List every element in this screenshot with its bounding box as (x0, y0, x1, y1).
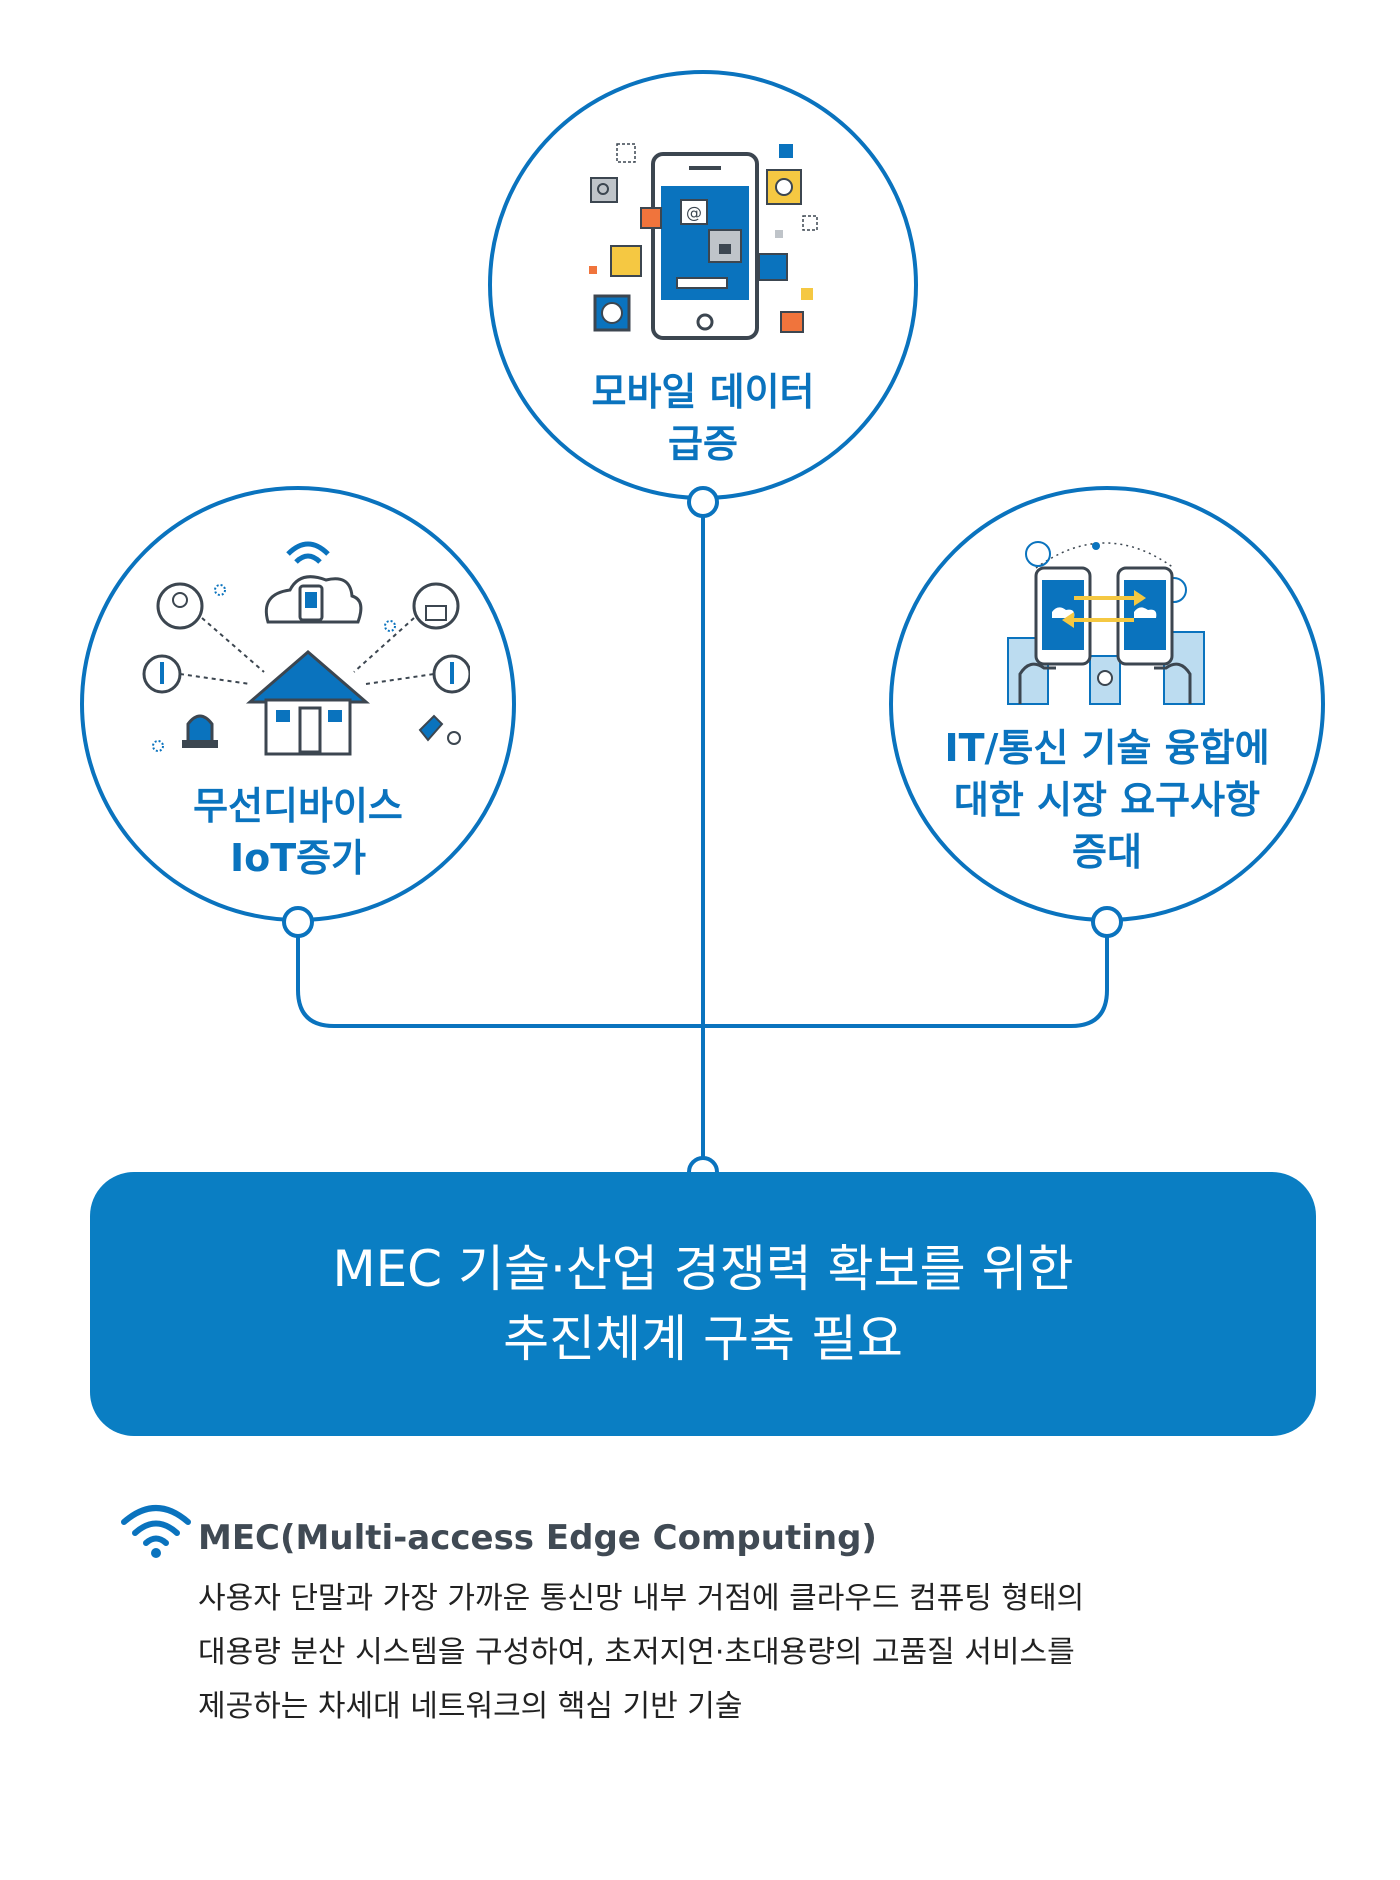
node-label-iot: 무선디바이스 IoT증가 (193, 784, 403, 880)
connector-iot-convergence (296, 922, 1109, 1028)
goal-label: MEC 기술·산업 경쟁력 확보를 위한 추진체계 구축 필요 (332, 1240, 1074, 1368)
port-convergence (1091, 906, 1123, 938)
goal-box: MEC 기술·산업 경쟁력 확보를 위한 추진체계 구축 필요 (90, 1172, 1316, 1436)
definition-title: MEC(Multi-access Edge Computing) (198, 1518, 877, 1558)
port-mobile (687, 486, 719, 518)
wifi-icon (121, 1505, 191, 1558)
smart-home-iot-icon (142, 541, 470, 756)
node-label-mobile: 모바일 데이터 급증 (591, 370, 815, 466)
definition-body: 사용자 단말과 가장 가까운 통신망 내부 거점에 클라우드 컴퓨팅 형태의 대… (198, 1581, 1085, 1724)
phones-data-exchange-icon (1007, 541, 1205, 705)
node-label-convergence: IT/통신 기술 융합에 대한 시장 요구사항 증대 (944, 726, 1270, 874)
port-iot (282, 906, 314, 938)
smartphone-apps-icon: @ (589, 143, 818, 340)
svg-text:@: @ (686, 203, 702, 222)
